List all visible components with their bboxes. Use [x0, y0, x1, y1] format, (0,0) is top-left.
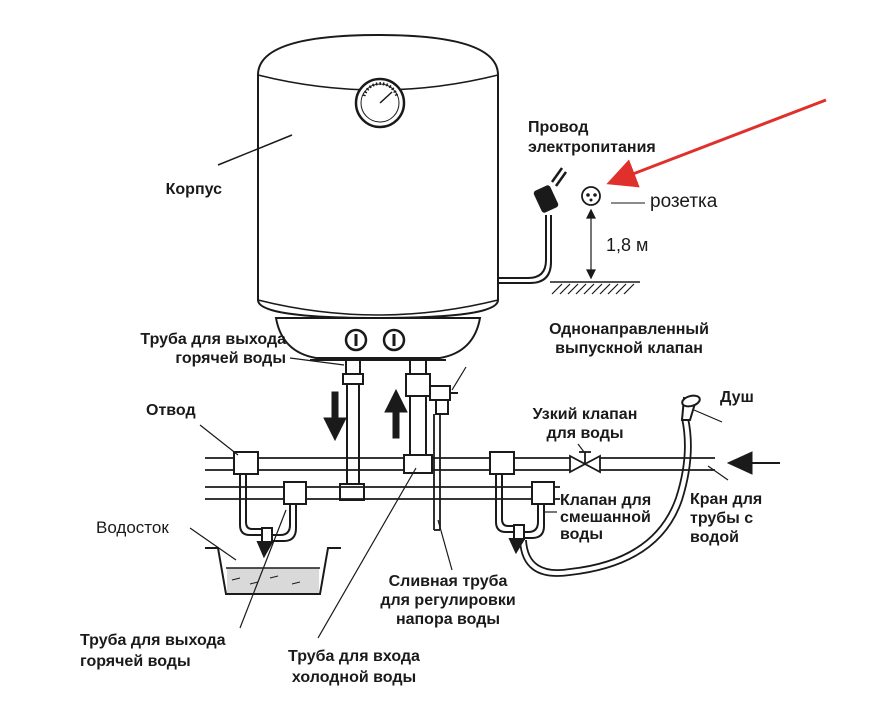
label-power-cord-line2: электропитания — [528, 139, 656, 156]
drain-basin — [205, 547, 341, 595]
label-cold-in-line2: холодной воды — [291, 669, 417, 686]
height-dimension — [586, 208, 596, 280]
label-cold-in-line1: Труба для входа — [288, 648, 420, 665]
label-hot-out-bottom-line2: горячей воды — [80, 653, 191, 670]
label-drain-pipe-line3: напора воды — [395, 611, 501, 628]
label-shower: Душ — [720, 389, 754, 406]
control-knobs — [344, 328, 406, 352]
label-height: 1,8 м — [606, 235, 649, 255]
label-drain-pipe-line1: Сливная труба — [388, 573, 508, 590]
label-mix-valve-line3: воды — [560, 526, 604, 543]
floor-hatch — [550, 281, 640, 295]
label-check-valve: Однонаправленный выпускной клапан — [526, 320, 732, 358]
drain-pipe — [433, 414, 441, 531]
label-hot-out-bottom-line1: Труба для выхода — [80, 632, 226, 649]
water-heater-tank — [257, 33, 499, 361]
hot-out-riser — [339, 359, 365, 501]
label-check-valve-line2: выпускной клапан — [555, 340, 703, 357]
label-narrow-valve: Узкий клапан для воды — [522, 405, 648, 443]
label-cold-in: Труба для входа холодной воды — [264, 646, 444, 688]
shower-head-icon — [680, 394, 701, 421]
label-hot-out-bottom: Труба для выхода горячей воды — [80, 630, 226, 672]
leader-lines — [189, 357, 729, 639]
label-supply-tap-line3: водой — [690, 529, 739, 546]
label-power-cord-line1: Провод — [528, 119, 589, 136]
label-drain-pipe-line2: для регулировки — [380, 592, 516, 609]
shower-hose — [519, 417, 692, 577]
label-body: Корпус — [165, 181, 222, 198]
cold-in-riser — [405, 359, 431, 471]
narrow-valve-icon — [569, 451, 601, 474]
label-supply-tap-line2: трубы с — [690, 510, 754, 527]
label-hot-out-top-line1: Труба для выхода — [140, 331, 286, 348]
label-hot-out-top-line2: горячей воды — [175, 350, 286, 367]
label-power-cord: Провод электропитания — [528, 118, 656, 158]
highlight-arrow — [606, 98, 827, 188]
flow-arrow-icon — [323, 388, 780, 475]
label-supply-tap: Кран для трубы с водой — [690, 490, 762, 547]
main-pipelines — [205, 457, 715, 500]
label-narrow-valve-line2: для воды — [546, 425, 624, 442]
label-drain: Водосток — [96, 518, 169, 537]
label-narrow-valve-line1: Узкий клапан — [532, 406, 638, 423]
label-mix-valve-line1: Клапан для — [560, 492, 652, 509]
leader-body — [217, 134, 293, 166]
label-drain-pipe: Сливная труба для регулировки напора вод… — [362, 572, 534, 629]
label-socket: розетка — [650, 191, 718, 212]
left-mixer — [239, 474, 297, 559]
pipe-fittings — [233, 451, 555, 505]
socket-icon — [581, 186, 601, 206]
label-branch: Отвод — [146, 402, 196, 419]
label-supply-tap-line1: Кран для — [690, 491, 763, 508]
label-mix-valve: Клапан для смешанной воды — [560, 492, 651, 543]
label-check-valve-line1: Однонаправленный — [549, 321, 709, 338]
label-hot-out-top: Труба для выхода горячей воды — [80, 330, 286, 368]
label-mix-valve-line2: смешанной — [560, 509, 651, 526]
power-cord — [498, 215, 552, 284]
valve-icon — [429, 385, 458, 415]
power-plug-icon — [533, 167, 568, 213]
thermometer-gauge-icon — [354, 77, 406, 129]
right-mixer — [495, 474, 545, 555]
